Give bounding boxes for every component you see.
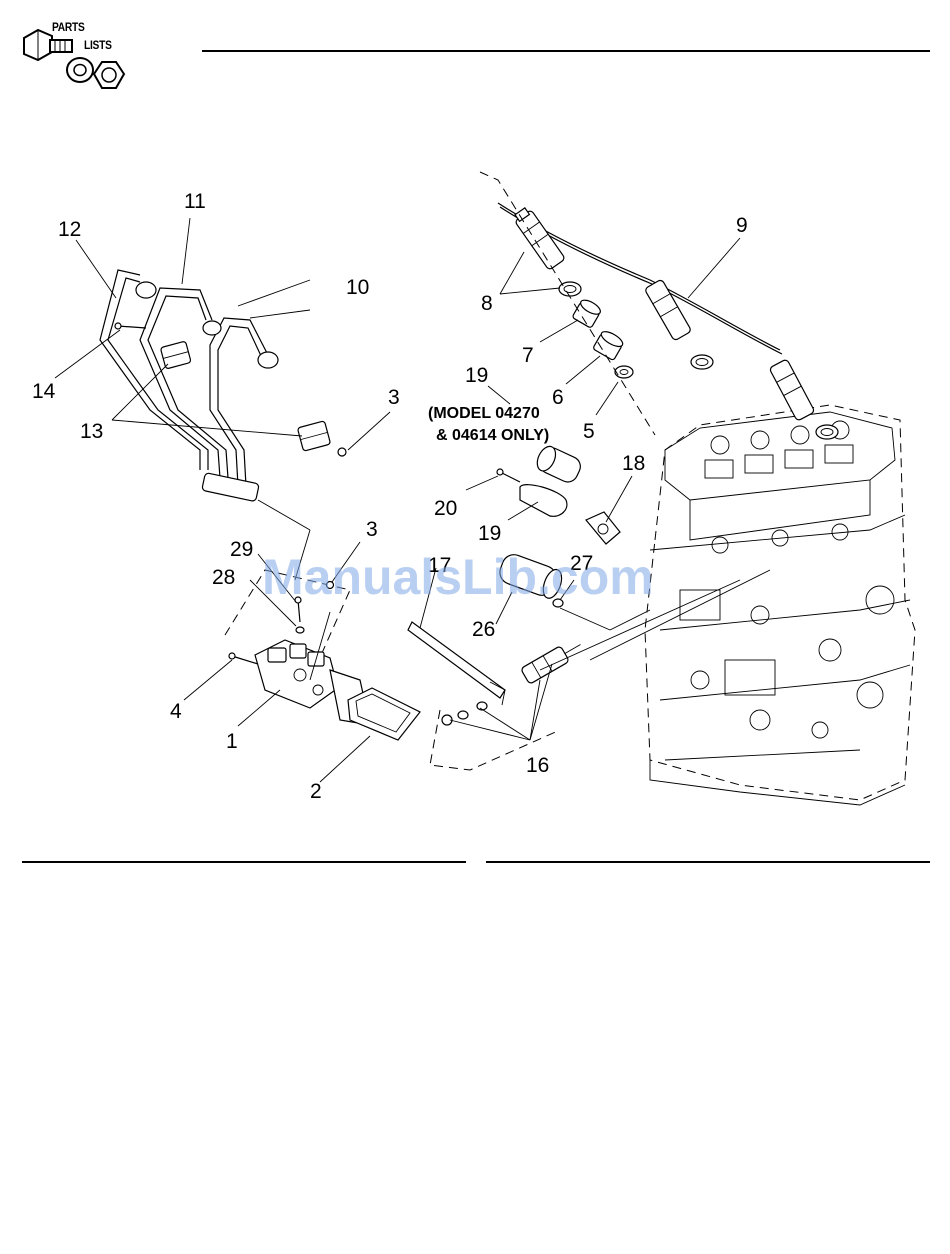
callout-18: 18: [622, 452, 645, 475]
callout-8: 8: [481, 292, 493, 315]
callout-9: 9: [736, 214, 748, 237]
manualslib-watermark: ManualsLib.com: [262, 549, 654, 605]
leader-lines: [55, 218, 740, 782]
callout-2: 2: [310, 780, 322, 803]
model-note-line1: (MODEL 04270: [428, 405, 540, 422]
callout-19-lower: 19: [478, 522, 501, 545]
exploded-view-drawing: 11 12 10 14 13 3 9 8 7 6 5 19 (MODEL 042…: [0, 160, 950, 820]
callout-14: 14: [32, 380, 56, 403]
model-note-line2: & 04614 ONLY): [436, 427, 549, 444]
header-rule: [202, 50, 930, 52]
callout-3-upper: 3: [388, 386, 400, 409]
callout-10: 10: [346, 276, 369, 299]
callout-7: 7: [522, 344, 534, 367]
callout-12: 12: [58, 218, 81, 241]
callout-13: 13: [80, 420, 103, 443]
callout-11: 11: [184, 190, 206, 213]
callout-29: 29: [230, 538, 253, 561]
solenoid-and-plates: [408, 443, 770, 770]
callout-1: 1: [226, 730, 238, 753]
callout-19-upper: 19: [465, 364, 488, 387]
callout-16: 16: [526, 754, 549, 777]
injection-lines: [100, 270, 346, 580]
callout-20: 20: [434, 497, 457, 520]
logo-text-parts: PARTS: [52, 20, 85, 34]
footer-rule-left: [22, 861, 466, 863]
footer-rule-right: [486, 861, 930, 863]
callout-5: 5: [583, 420, 595, 443]
injectors-and-return-line: [480, 172, 838, 439]
callout-26: 26: [472, 618, 495, 641]
logo-text-lists: LISTS: [84, 38, 112, 52]
callout-6: 6: [552, 386, 564, 409]
parts-lists-logo: PARTS LISTS: [18, 16, 128, 98]
callout-4: 4: [170, 700, 182, 723]
callout-3-lower: 3: [366, 518, 378, 541]
callout-28: 28: [212, 566, 235, 589]
fuel-system-exploded-diagram: 11 12 10 14 13 3 9 8 7 6 5 19 (MODEL 042…: [0, 160, 950, 820]
